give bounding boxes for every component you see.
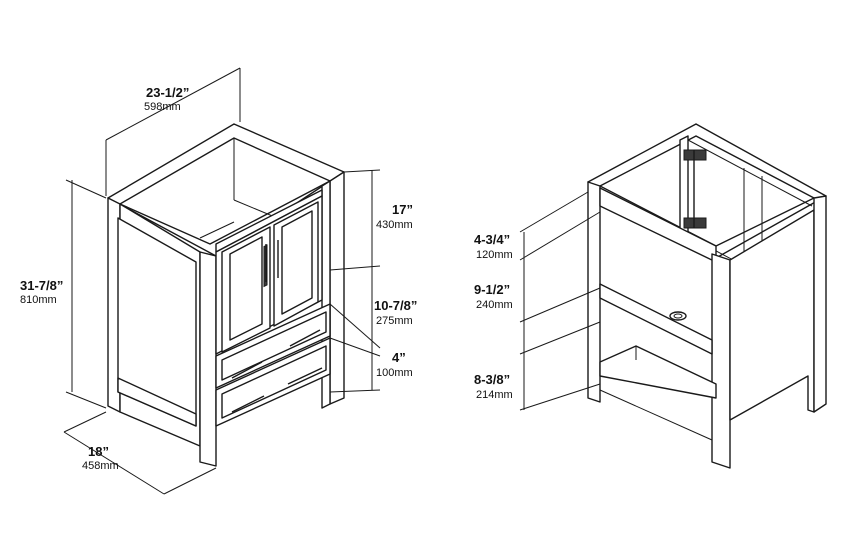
lower-drawer-metric: 100mm — [376, 367, 413, 379]
upper-drawer-imperial: 10-7/8” — [374, 298, 417, 313]
width-imperial: 23-1/2” — [146, 85, 189, 100]
upper-drawer-metric: 275mm — [376, 315, 413, 327]
top-rail-metric: 120mm — [476, 249, 513, 261]
width-metric: 598mm — [144, 101, 181, 113]
middle-opening-metric: 240mm — [476, 299, 513, 311]
bottom-shelf-imperial: 8-3/8” — [474, 372, 510, 387]
depth-imperial: 18” — [88, 444, 109, 459]
door-height-imperial: 17” — [392, 202, 413, 217]
dimension-labels: 23-1/2” 598mm 31-7/8” 810mm 18” 458mm 17… — [20, 85, 513, 472]
door-height-metric: 430mm — [376, 219, 413, 231]
lower-drawer-imperial: 4” — [392, 350, 406, 365]
height-metric: 810mm — [20, 294, 57, 306]
dimension-lines-left — [63, 67, 381, 495]
depth-metric: 458mm — [82, 460, 119, 472]
vanity-frame — [587, 123, 827, 469]
dimension-lines-right — [519, 191, 601, 411]
height-imperial: 31-7/8” — [20, 278, 63, 293]
assembled-vanity — [107, 123, 345, 467]
middle-opening-imperial: 9-1/2” — [474, 282, 510, 297]
bottom-shelf-metric: 214mm — [476, 389, 513, 401]
top-rail-imperial: 4-3/4” — [474, 232, 510, 247]
